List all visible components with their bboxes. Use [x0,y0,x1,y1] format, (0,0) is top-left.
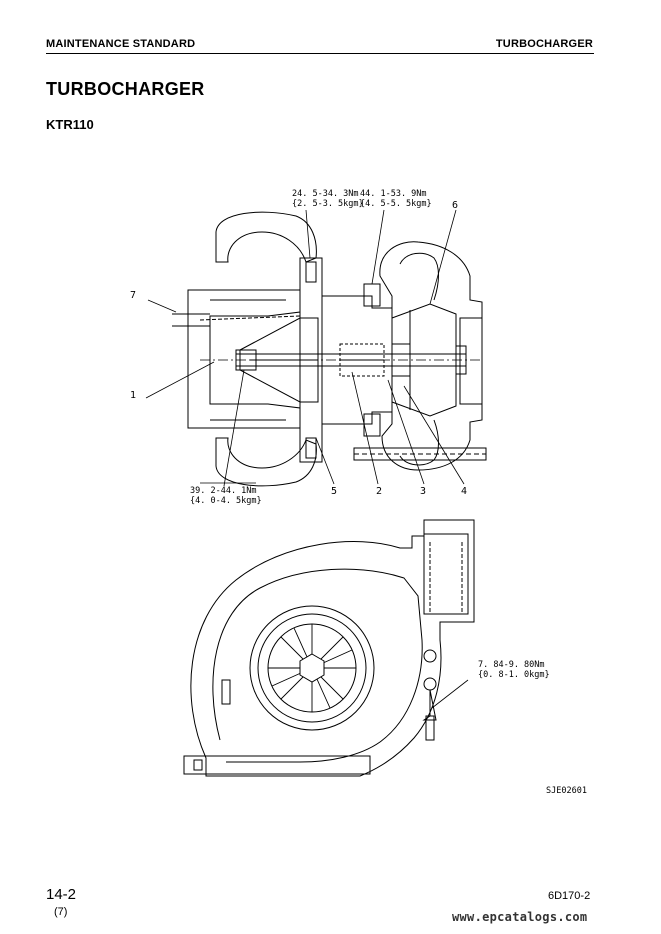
torque-spec-3: 39. 2-44. 1Nm {4. 0-4. 5kgm} [190,486,262,506]
clamp-bolt [423,649,437,663]
header-topic: TURBOCHARGER [495,38,593,50]
model-code: 6D170-2 [548,890,591,902]
compressor-housing [187,289,301,429]
torque-spec-3-kgm: {4. 0-4. 5kgm} [190,496,262,506]
torque-spec-1-nm: 24. 5-34. 3Nm [292,189,359,199]
header-section-title: MAINTENANCE STANDARD [46,38,196,50]
torque-spec-2-nm: 44. 1-53. 9Nm [360,189,427,199]
compressor-volute-top [215,211,317,263]
base-flange [183,755,371,775]
external-view [183,519,475,777]
callout-6: 6 [452,200,459,211]
page-title: TURBOCHARGER [46,79,205,99]
leader-lines [145,209,465,487]
callout-2: 2 [376,486,383,497]
compressor-casing [190,519,475,777]
callout-4: 4 [461,486,468,497]
torque-spec-3-nm: 39. 2-44. 1Nm [190,486,257,496]
header-rule [46,53,594,54]
drawing-code: SJE02601 [546,786,587,796]
turbine-volute [379,241,483,471]
torque-spec-4: 7. 84-9. 80Nm {0. 8-1. 0kgm} [478,660,550,680]
model-subtitle: KTR110 [46,117,94,132]
callout-3: 3 [420,486,427,497]
sectional-view [172,211,487,487]
callout-5: 5 [331,486,338,497]
callout-1: 1 [130,390,137,401]
inlet-ring-outer [249,605,375,731]
torque-spec-2: 44. 1-53. 9Nm {4. 5-5. 5kgm} [360,189,432,209]
torque-spec-4-kgm: {0. 8-1. 0kgm} [478,670,550,680]
torque-spec-1: 24. 5-34. 3Nm {2. 5-3. 5kgm} [292,189,364,209]
torque-spec-2-kgm: {4. 5-5. 5kgm} [360,199,432,209]
page-number: 14-2 [46,886,77,903]
revision-mark: (7) [54,906,68,918]
torque-spec-1-kgm: {2. 5-3. 5kgm} [292,199,364,209]
torque-spec-4-nm: 7. 84-9. 80Nm [478,660,545,670]
callout-7: 7 [130,290,137,301]
hex-nut [299,653,325,683]
watermark: www.epcatalogs.com [452,910,588,924]
